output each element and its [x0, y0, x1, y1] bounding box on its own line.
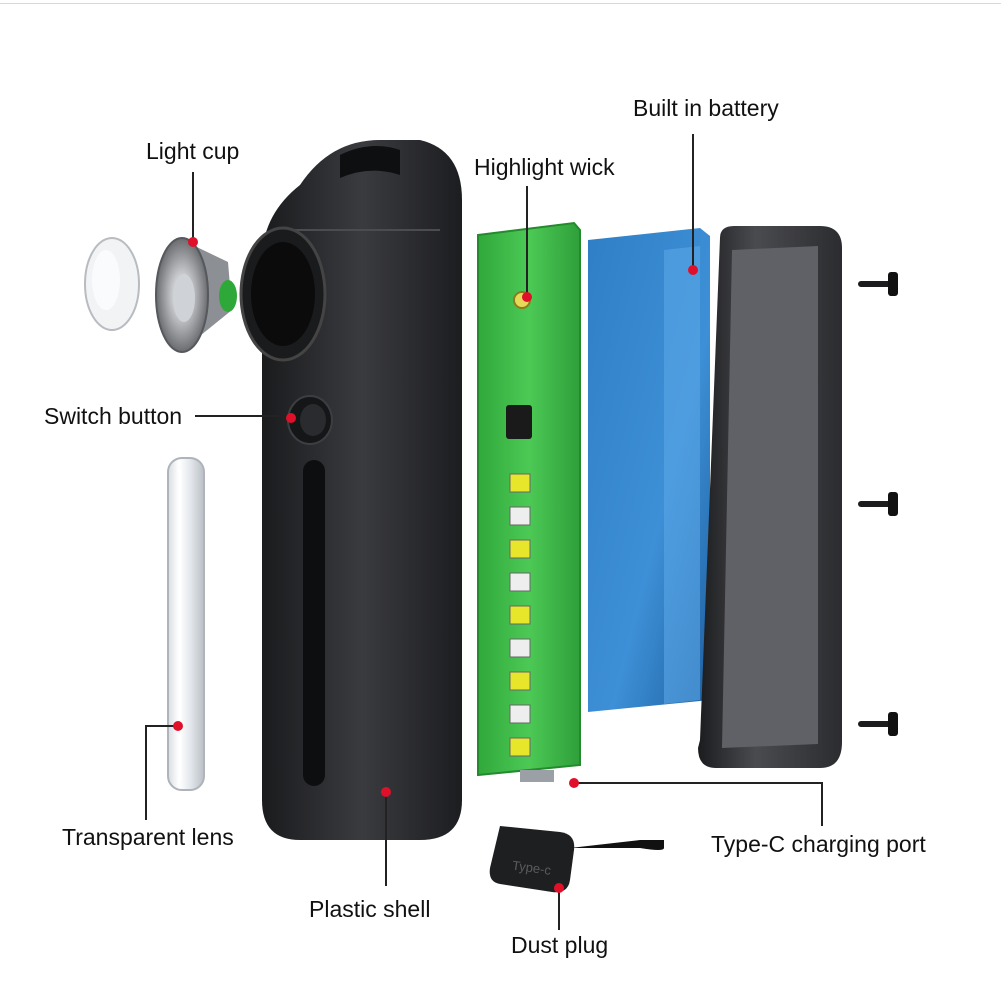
- transparent-lens-part: [167, 457, 205, 791]
- dust-plug-part: Type-c: [489, 826, 664, 893]
- marker-type-c-charging-port: [569, 778, 579, 788]
- callout-markers: [173, 237, 698, 893]
- label-dust-plug: Dust plug: [511, 932, 609, 958]
- label-built-in-battery: Built in battery: [633, 95, 779, 121]
- marker-highlight-wick: [522, 292, 532, 302]
- pcb-led-indicator: [509, 704, 531, 724]
- marker-plastic-shell: [381, 787, 391, 797]
- pcb-led-indicator: [509, 506, 531, 526]
- battery-part: [588, 228, 710, 712]
- screws: [858, 272, 898, 736]
- pcb-led-indicator: [509, 572, 531, 592]
- label-transparent-lens: Transparent lens: [62, 824, 234, 850]
- leader-lines: [145, 134, 823, 930]
- label-light-cup: Light cup: [146, 138, 240, 164]
- label-type-c-charging-port: Type-C charging port: [711, 831, 926, 857]
- marker-transparent-lens: [173, 721, 183, 731]
- label-switch-button: Switch button: [44, 403, 183, 429]
- marker-dust-plug: [554, 883, 564, 893]
- pcb-led-indicator: [509, 539, 531, 559]
- dust-plug-marking: Type-c: [511, 858, 552, 878]
- marker-light-cup: [188, 237, 198, 247]
- marker-switch-button: [286, 413, 296, 423]
- label-highlight-wick: Highlight wick: [474, 154, 615, 180]
- light-cup-part: [155, 237, 237, 353]
- label-plastic-shell: Plastic shell: [309, 896, 431, 922]
- pcb-led-indicator: [509, 605, 531, 625]
- plastic-shell-part: [239, 140, 462, 840]
- pcb-led-indicator: [509, 737, 531, 757]
- marker-built-in-battery: [688, 265, 698, 275]
- pcb-led-indicator: [509, 638, 531, 658]
- back-cover-part: [698, 226, 842, 768]
- pcb-led-indicator: [509, 473, 531, 493]
- pcb-part: [477, 221, 581, 782]
- pcb-led-indicator: [509, 671, 531, 691]
- top-divider: [0, 3, 1001, 4]
- front-lens-disc: [84, 237, 140, 331]
